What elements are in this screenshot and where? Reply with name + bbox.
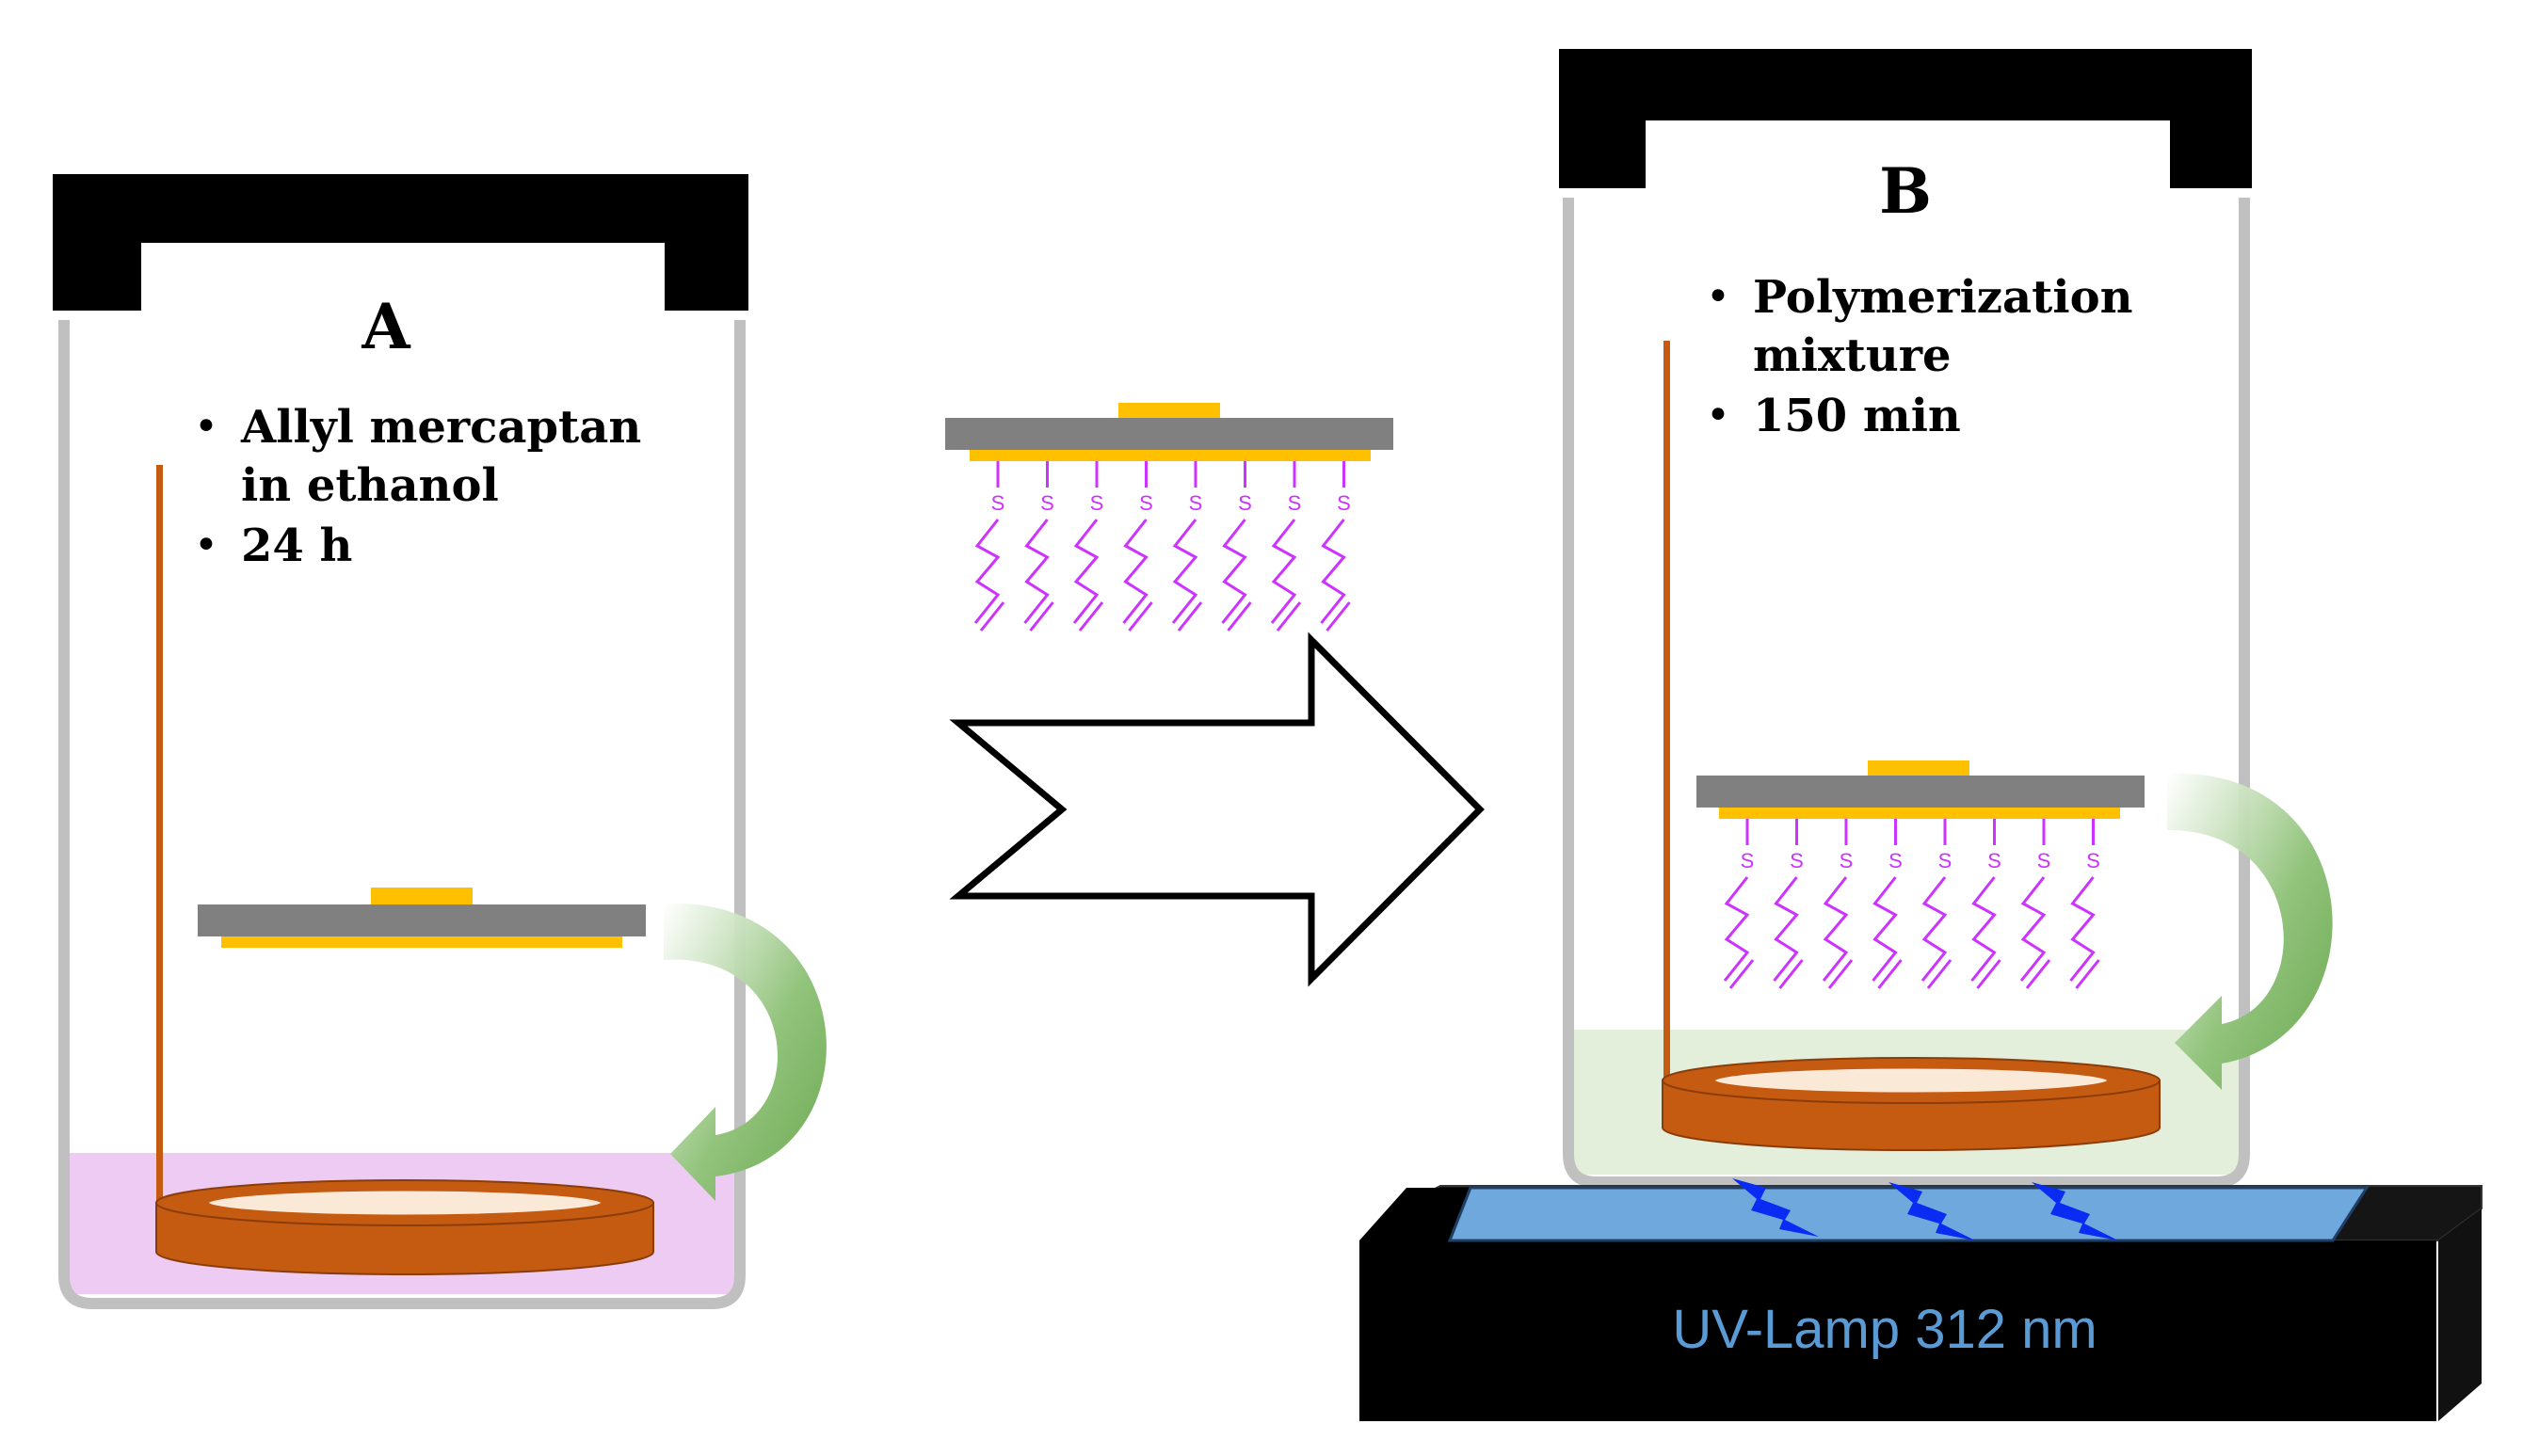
- mid-chain-3: S: [1072, 461, 1104, 632]
- b-chain-3: S: [1822, 819, 1854, 989]
- curved-arrow-a: [664, 903, 827, 1201]
- bullet-b-1: Polymerization: [1753, 271, 2132, 324]
- bullet-b-1-marker: •: [1706, 273, 1730, 321]
- electrode-rod-a: [156, 465, 163, 1218]
- bullet-a-1-marker: •: [194, 403, 218, 451]
- substrate-a: [198, 904, 646, 936]
- mid-sulfur-label-7: S: [1288, 491, 1302, 515]
- panel-b: B • Polymerization mixture • 150 min S S S…: [1559, 49, 2333, 1188]
- uv-bolt-3: [2032, 1182, 2118, 1240]
- curved-arrow-b: [2167, 773, 2333, 1090]
- b-chain-5: S: [1920, 819, 1953, 989]
- mid-sulfur-label-5: S: [1189, 491, 1203, 515]
- bullet-a-1b: in ethanol: [241, 459, 499, 512]
- uv-bolt-2: [1888, 1182, 1975, 1240]
- gold-film-b: [1719, 808, 2120, 819]
- b-chain-7: S: [2019, 819, 2051, 989]
- panel-b-label: B: [1879, 154, 1932, 228]
- lamp-label: UV-Lamp 312 nm: [1672, 1299, 2097, 1360]
- b-sulfur-label-8: S: [2086, 849, 2100, 872]
- b-sulfur-label-7: S: [2037, 849, 2051, 872]
- process-arrow: [949, 632, 1485, 987]
- mid-chain-2: S: [1023, 461, 1054, 632]
- b-sulfur-label-4: S: [1888, 849, 1903, 872]
- gold-pad-a: [371, 888, 473, 904]
- bullet-a-2: 24 h: [241, 520, 352, 572]
- mid-chain-4: S: [1122, 461, 1153, 632]
- electrode-rod-b: [1663, 341, 1670, 1094]
- b-chain-4: S: [1872, 819, 1903, 989]
- mid-sulfur-label-8: S: [1337, 491, 1351, 515]
- b-chain-6: S: [1970, 819, 2001, 989]
- gold-film-mid: [970, 450, 1371, 461]
- cap-b: [1559, 49, 2252, 188]
- substrate-mid: [945, 418, 1393, 450]
- mid-chain-6: S: [1221, 461, 1252, 632]
- mid-sulfur-label-3: S: [1090, 491, 1104, 515]
- b-chain-8: S: [2069, 819, 2100, 989]
- mid-chain-7: S: [1270, 461, 1302, 632]
- b-sulfur-label-1: S: [1741, 849, 1755, 872]
- panel-a: A • Allyl mercaptan in ethanol • 24 h: [53, 174, 827, 1309]
- lamp-front-face: [1359, 1240, 2436, 1421]
- lamp-side-face: [2438, 1208, 2482, 1421]
- b-sulfur-label-2: S: [1790, 849, 1804, 872]
- gold-pad-b: [1868, 760, 1969, 776]
- uv-lamp: UV-Lamp 312 nm: [1359, 1178, 2483, 1421]
- jar-b: [1563, 198, 2250, 1188]
- jar-a: [58, 320, 746, 1309]
- substrate-b: [1696, 776, 2145, 808]
- cap-a: [53, 174, 748, 311]
- mid-sulfur-label-6: S: [1238, 491, 1252, 515]
- dish-b: [1662, 1057, 2161, 1151]
- b-sulfur-label-5: S: [1938, 849, 1953, 872]
- b-sulfur-label-6: S: [1987, 849, 2001, 872]
- bullet-a-2-marker: •: [194, 521, 218, 569]
- gold-pad-mid: [1118, 403, 1220, 418]
- bullet-a-1: Allyl mercaptan: [240, 401, 641, 454]
- bullet-b-2-marker: •: [1706, 392, 1730, 440]
- uv-bolt-1: [1732, 1178, 1819, 1237]
- bullet-b-1b: mixture: [1753, 329, 1952, 382]
- panel-a-label: A: [361, 290, 410, 363]
- mid-chain-1: S: [973, 461, 1005, 632]
- lamp-left-end: [1359, 1188, 1470, 1240]
- gold-film-a: [221, 936, 622, 948]
- mid-sulfur-label-2: S: [1040, 491, 1054, 515]
- mid-sulfur-label-1: S: [991, 491, 1005, 515]
- dish-a: [155, 1179, 654, 1275]
- b-chain-1: S: [1723, 819, 1755, 989]
- mid-chain-5: S: [1171, 461, 1203, 632]
- b-sulfur-label-3: S: [1840, 849, 1854, 872]
- mid-sulfur-label-4: S: [1139, 491, 1153, 515]
- bullet-b-2: 150 min: [1753, 390, 1961, 442]
- b-chain-2: S: [1773, 819, 1804, 989]
- mid-chain-8: S: [1320, 461, 1351, 632]
